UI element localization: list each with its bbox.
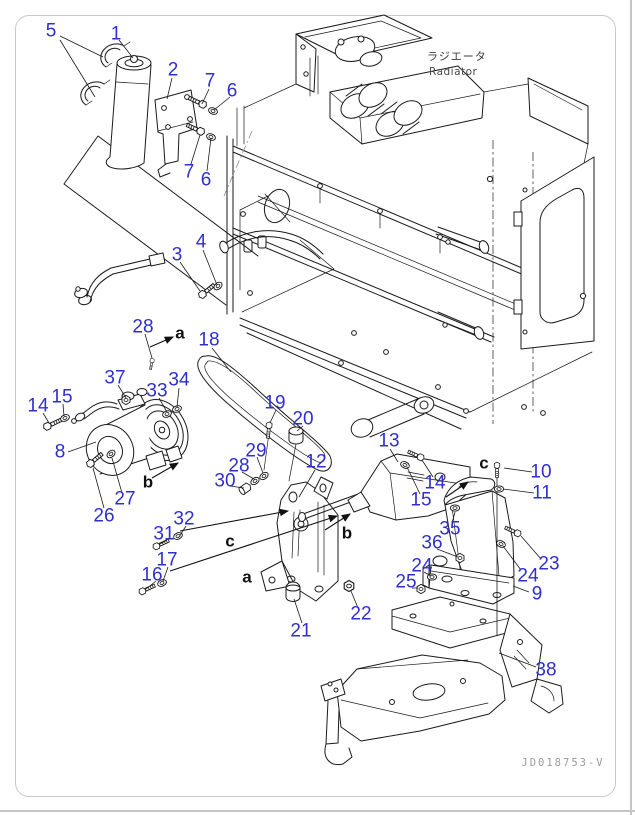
callout-7: 7: [184, 162, 195, 183]
callout-17: 17: [156, 550, 177, 571]
washer-29: [258, 470, 270, 482]
bracket-upper-right: [298, 453, 471, 522]
washer-35: [449, 504, 461, 512]
callout-14: 14: [424, 473, 446, 494]
radiator-label-jp: ラジエータ: [427, 50, 487, 63]
view-letter-b: b: [342, 524, 352, 543]
view-letter-b: b: [143, 473, 153, 492]
callout-14: 14: [27, 396, 49, 417]
callout-10: 10: [530, 462, 551, 483]
sheet-border: [15, 15, 616, 797]
callout-21: 21: [290, 621, 311, 642]
tube-group: [74, 230, 324, 306]
spacer-20: [288, 426, 304, 445]
clamp-lower: [80, 79, 111, 106]
receiver-drier-group: [63, 41, 259, 306]
bolt-19: [264, 421, 273, 439]
nut-22: [343, 579, 355, 593]
callout-27: 27: [114, 489, 135, 510]
callout-12: 12: [305, 452, 326, 473]
page-edge-right: [630, 0, 632, 815]
callout-2: 2: [168, 60, 179, 81]
callout-23: 23: [538, 554, 559, 575]
callout-3: 3: [172, 245, 183, 266]
callout-25: 25: [395, 572, 416, 593]
nut-25: [416, 583, 426, 595]
callout-32: 32: [173, 509, 194, 530]
radiator-label-en: Radiator: [429, 66, 478, 78]
callout-15: 15: [51, 387, 72, 408]
washer-4: [212, 280, 224, 292]
washer-11: [493, 485, 505, 493]
callout-24: 24: [411, 556, 433, 577]
callout-24: 24: [517, 566, 539, 587]
compressor: [71, 388, 189, 476]
frame-bolt-dots: [240, 175, 587, 416]
callout-11: 11: [532, 483, 552, 504]
callout-22: 22: [350, 604, 371, 625]
callout-20: 20: [292, 409, 313, 430]
callout-29: 29: [245, 441, 266, 462]
callout-36: 36: [421, 533, 442, 554]
view-letter-c: c: [225, 532, 234, 551]
nut-37: [121, 394, 131, 406]
radiator-assembly: [223, 14, 595, 438]
clamp-upper: [100, 41, 131, 68]
callout-31: 31: [153, 524, 174, 545]
callout-18: 18: [198, 330, 219, 351]
callout-9: 9: [532, 584, 543, 605]
callout-28: 28: [228, 456, 249, 477]
callout-34: 34: [168, 370, 190, 391]
callout-26: 26: [93, 506, 114, 527]
leader-lines: [42, 35, 542, 668]
callout-4: 4: [196, 232, 207, 253]
drawing-number: JD018753-V: [521, 757, 604, 769]
fasteners: [41, 94, 523, 602]
callout-8: 8: [55, 442, 66, 463]
mount-21: [285, 581, 301, 602]
callout-19: 19: [264, 393, 285, 414]
receiver-drier: [105, 55, 152, 170]
page-edge-bottom: [0, 810, 635, 812]
callout-16: 16: [141, 565, 162, 586]
view-letter-c: c: [479, 454, 488, 473]
callout-30: 30: [214, 471, 235, 492]
callout-15: 15: [410, 490, 431, 511]
callout-5: 5: [46, 21, 57, 42]
callout-6: 6: [201, 170, 212, 191]
callout-33: 33: [146, 381, 167, 402]
machine-frame: [320, 596, 564, 766]
fan-belt: [197, 355, 332, 472]
callout-7: 7: [205, 71, 216, 92]
callout-1: 1: [111, 24, 122, 45]
view-letter-a: a: [242, 568, 252, 587]
nut-36: [455, 552, 465, 564]
callout-6: 6: [227, 81, 238, 102]
direction-arrows: [149, 336, 469, 572]
callout-13: 13: [378, 431, 399, 452]
callout-35: 35: [439, 519, 460, 540]
bolt-14-left: [41, 416, 63, 432]
callout-38: 38: [535, 660, 556, 681]
bushing-30: [238, 482, 252, 495]
callout-28: 28: [132, 317, 153, 338]
bolt-28a: [148, 357, 155, 371]
view-letter-a: a: [175, 324, 185, 343]
bolt-10: [493, 461, 501, 478]
callout-37: 37: [104, 368, 125, 389]
